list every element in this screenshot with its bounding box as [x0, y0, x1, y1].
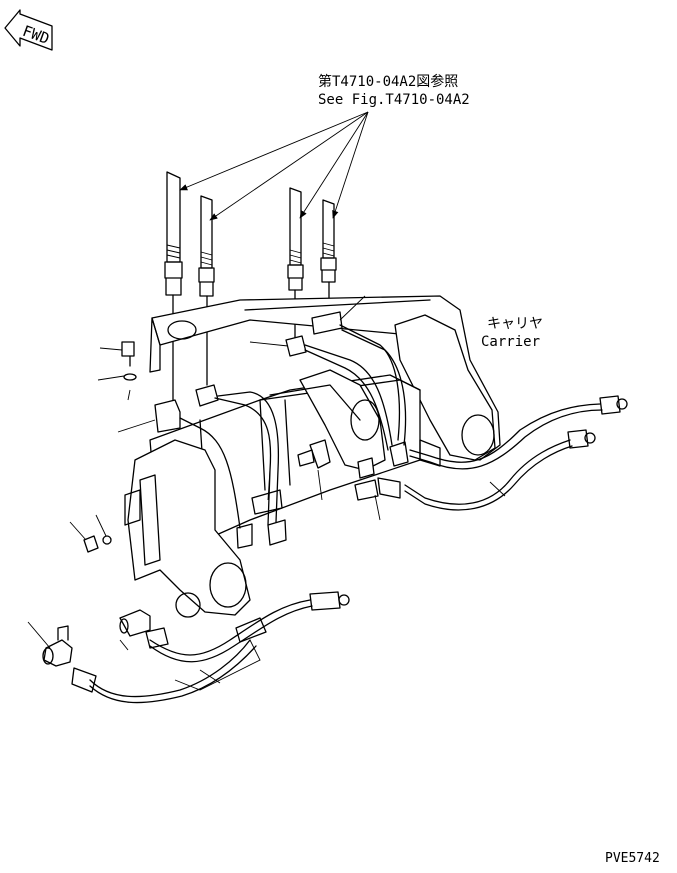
long-bolt-4	[320, 199, 337, 319]
right-hoses	[377, 395, 628, 511]
pipe-lines	[179, 324, 407, 529]
reference-label-en: See Fig.T4710-04A2	[318, 92, 470, 108]
drawing-code: PVE5742	[605, 851, 660, 866]
fittings	[42, 341, 151, 667]
long-bolt-1	[164, 171, 183, 406]
carrier-label-en: Carrier	[481, 334, 540, 350]
carrier-label-jp: キャリヤ	[487, 316, 543, 332]
fwd-label: FWD	[20, 22, 52, 48]
clamp-group	[154, 311, 409, 549]
fwd-arrow-icon: FWD	[4, 9, 53, 51]
reference-callout-arrows	[179, 111, 369, 221]
long-bolt-2	[198, 195, 215, 386]
bottom-hoses	[71, 591, 350, 704]
leader-lines	[27, 295, 506, 691]
reference-label-jp: 第T4710-04A2図参照	[318, 73, 458, 90]
carrier-frame	[124, 295, 501, 618]
